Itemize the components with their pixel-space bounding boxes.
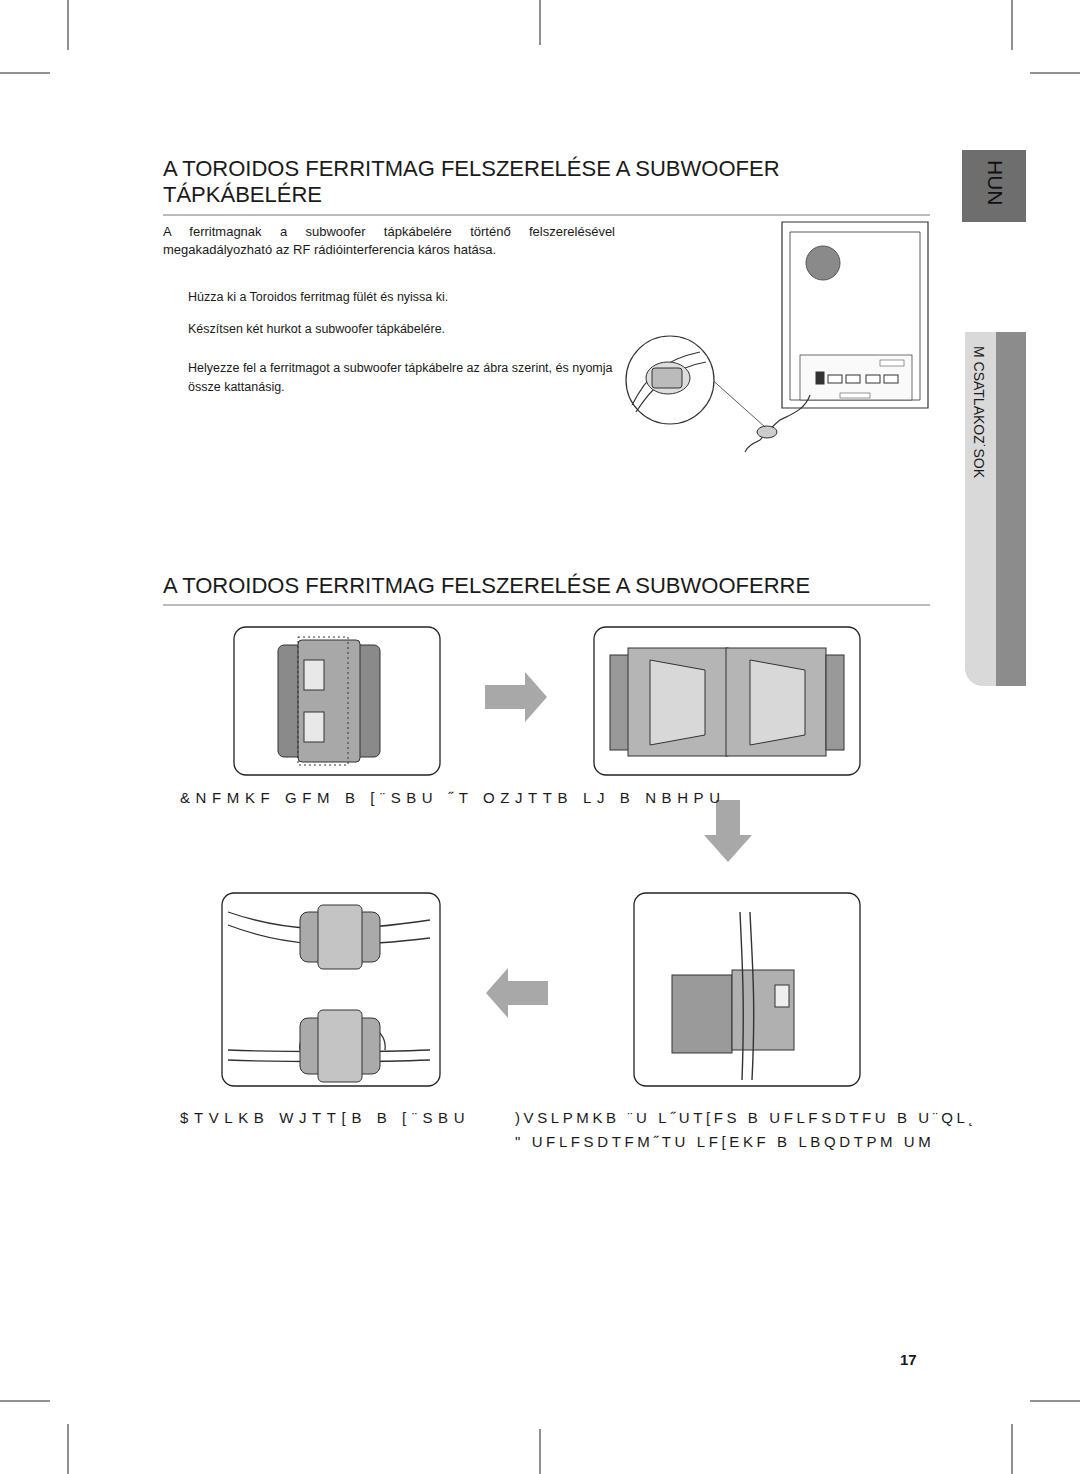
intro-text: A ferritmagnak a subwoofer tápkábelére t… (163, 223, 615, 259)
step-text: Helyezze fel a ferritmagot a subwoofer t… (188, 359, 613, 397)
core-closed-loops (228, 905, 430, 1082)
subwoofer-illustration (690, 222, 928, 452)
ferrite-inset (626, 336, 714, 424)
step-caption: )VSLPMKB ¨U L˝UT[FS B UFLFSDTFU B U¨QL˛ (515, 1108, 1070, 1128)
step-text: Készítsen két hurkot a subwoofer tápkábe… (188, 321, 608, 338)
step-text: Húzza ki a Toroidos ferritmag fülét és n… (188, 289, 608, 306)
rule (163, 215, 930, 216)
closed-core (278, 637, 380, 765)
tab-text: M CSATLAKOZ˙SOK (971, 346, 986, 478)
section-heading: A TOROIDOS FERRITMAG FELSZERELÉSE A SUBW… (163, 573, 933, 599)
tab-text: HUN (984, 160, 1007, 206)
flow-arrows (485, 672, 752, 1018)
step-caption: " UFLFSDTFM˝TU LF[EKF B LBQDTPM UM (515, 1132, 1070, 1152)
section-heading: A TOROIDOS FERRITMAG FELSZERELÉSE A SUBW… (163, 156, 873, 208)
step-caption: &NFMKF GFM B [¨SBU ˝T OZJTTB LJ B NBHPU (180, 788, 880, 808)
step-caption: $TVLKB WJTT[B B [¨SBU (180, 1108, 480, 1128)
language-tab: HUN (962, 150, 1026, 222)
page-number: 17 (900, 1350, 940, 1370)
open-core (610, 648, 844, 756)
rule (163, 605, 930, 606)
step-panels (222, 627, 860, 1086)
chapter-tab: M CSATLAKOZ˙SOK (965, 332, 1026, 686)
core-with-cable (672, 912, 794, 1080)
